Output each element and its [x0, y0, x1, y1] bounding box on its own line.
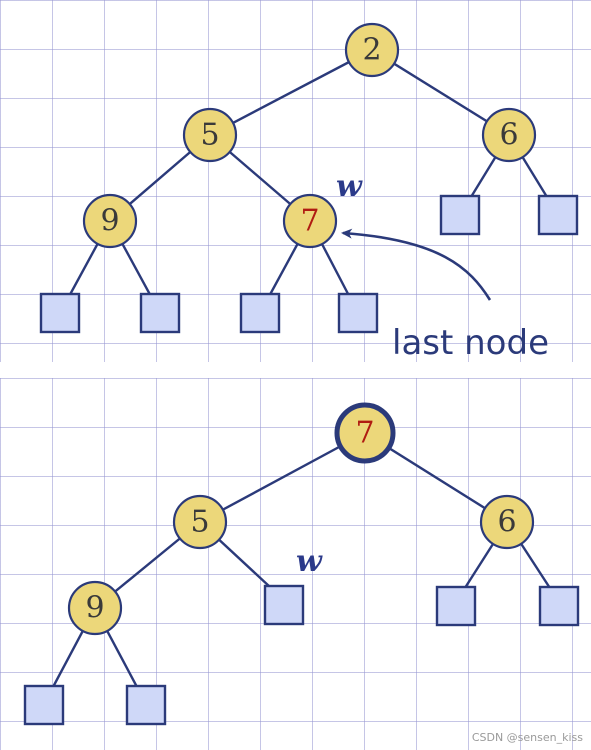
edge	[209, 48, 373, 137]
node-label: 5	[190, 505, 209, 540]
node-5: 5	[172, 494, 228, 550]
node-label: 7	[300, 204, 319, 239]
last-node-caption: last node	[392, 323, 549, 363]
node-6: 6	[481, 107, 537, 163]
leaf-node	[139, 292, 181, 334]
leaf-node	[239, 292, 281, 334]
node-label: 9	[100, 204, 119, 239]
top-tree: 2 5 6 9 7 w last node	[39, 22, 579, 363]
leaf-node	[537, 194, 579, 236]
node-7-last: 7	[282, 193, 338, 249]
edge	[199, 431, 366, 524]
leaf-node	[337, 292, 379, 334]
node-9: 9	[67, 580, 123, 636]
node-root-7: 7	[334, 402, 396, 464]
leaf-node	[439, 194, 481, 236]
node-label: 9	[85, 591, 104, 626]
node-9: 9	[82, 193, 138, 249]
leaf-node	[23, 684, 65, 726]
leaf-node	[538, 585, 580, 627]
node-label: 5	[200, 118, 219, 153]
node-label: 7	[355, 416, 374, 451]
leaf-node-w	[263, 584, 305, 626]
node-label: 6	[499, 118, 518, 153]
leaf-node	[125, 684, 167, 726]
heap-after-panel	[0, 378, 591, 750]
leaf-node	[39, 292, 81, 334]
node-6: 6	[479, 494, 535, 550]
bottom-tree: 7 5 6 9 w	[23, 402, 580, 726]
w-marker-label: w	[296, 544, 323, 579]
node-label: 6	[497, 505, 516, 540]
node-root: 2	[344, 22, 400, 78]
node-5: 5	[182, 107, 238, 163]
leaf-node	[435, 585, 477, 627]
watermark: CSDN @sensen_kiss	[471, 731, 583, 744]
heap-before-panel	[0, 0, 591, 362]
last-node-arrow	[341, 228, 492, 301]
node-label: 2	[362, 33, 381, 68]
w-marker-label: w	[336, 169, 363, 204]
